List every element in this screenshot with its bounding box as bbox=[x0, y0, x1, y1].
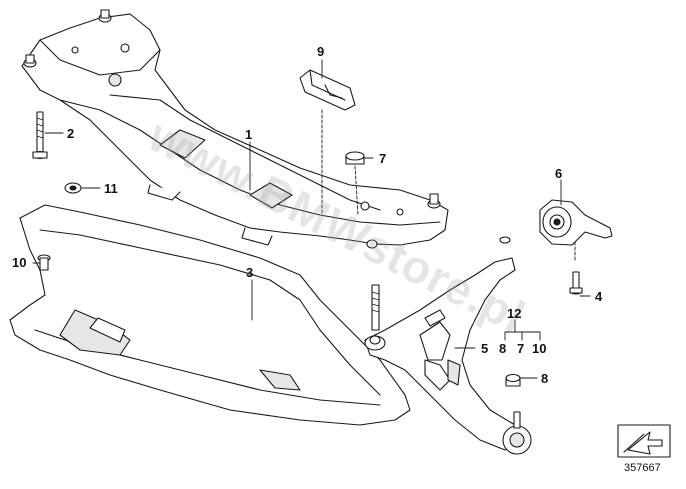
leader-lines bbox=[32, 59, 591, 379]
control-arm-part-5 bbox=[364, 236, 532, 455]
nut-part-7-top bbox=[345, 151, 365, 165]
bracket-part-9 bbox=[299, 69, 356, 111]
callout-6: 6 bbox=[555, 166, 563, 181]
direction-arrow-icon bbox=[617, 424, 671, 458]
callout-5: 5 bbox=[481, 341, 489, 356]
callout-3: 3 bbox=[246, 265, 254, 280]
callout-8-group: 8 bbox=[499, 341, 507, 356]
callout-10-group: 10 bbox=[532, 341, 547, 356]
reference-number: 357667 bbox=[624, 462, 661, 474]
axle-carrier-part-1 bbox=[21, 9, 449, 249]
callout-1: 1 bbox=[245, 127, 253, 142]
callout-8-right: 8 bbox=[541, 371, 549, 386]
bolt-part-10-left bbox=[37, 254, 51, 271]
callout-11: 11 bbox=[104, 181, 118, 196]
bushing-part-6 bbox=[539, 199, 613, 246]
bolt-part-2 bbox=[32, 111, 48, 160]
callout-7-top: 7 bbox=[379, 151, 387, 166]
nut-part-11 bbox=[64, 182, 82, 194]
callout-7-group: 7 bbox=[517, 341, 525, 356]
underbody-shield-part-3 bbox=[9, 204, 411, 426]
callout-2: 2 bbox=[67, 126, 75, 141]
bolt-part-4 bbox=[569, 271, 583, 295]
nut-part-8 bbox=[505, 373, 521, 387]
callout-12: 12 bbox=[507, 306, 522, 321]
callout-9: 9 bbox=[317, 44, 325, 59]
callout-4: 4 bbox=[595, 289, 603, 304]
callout-10-left: 10 bbox=[12, 255, 27, 270]
